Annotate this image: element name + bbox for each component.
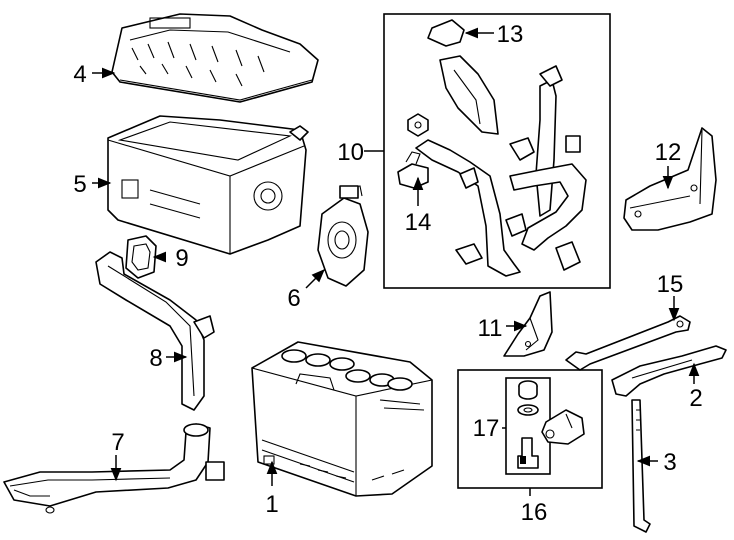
grommet-part [125, 235, 157, 279]
connector-block-part [317, 185, 369, 287]
hold-down-clamp-part [611, 345, 727, 397]
hardware-kit-box [457, 369, 603, 489]
callout-6: 6 [287, 285, 300, 312]
callout-16: 16 [521, 499, 548, 526]
callout-7: 7 [111, 429, 124, 456]
callout-10: 10 [337, 139, 364, 166]
battery-cover-part [111, 13, 319, 103]
ground-cable-part [565, 315, 691, 371]
callout-4: 4 [73, 61, 86, 88]
harness-assembly-box [383, 13, 611, 289]
callout-labels: 1 2 3 4 5 6 7 8 9 10 11 12 13 14 15 16 1… [73, 21, 702, 526]
callout-3: 3 [663, 449, 676, 476]
bracket-part [503, 291, 553, 357]
callout-17: 17 [473, 415, 500, 442]
callout-1: 1 [265, 491, 278, 518]
callout-5: 5 [73, 171, 86, 198]
callout-11: 11 [478, 315, 503, 342]
j-bolt-part [631, 399, 651, 533]
air-duct-part [3, 423, 225, 514]
leader-lines [92, 27, 700, 496]
callout-15: 15 [657, 271, 684, 298]
callout-13: 13 [497, 21, 524, 48]
callout-12: 12 [655, 139, 682, 166]
battery-part [251, 341, 433, 497]
callout-14: 14 [405, 209, 432, 236]
battery-tray-part [107, 115, 309, 255]
callout-2: 2 [689, 385, 702, 412]
intake-duct-part [95, 251, 215, 411]
callout-8: 8 [149, 345, 162, 372]
callout-9: 9 [175, 245, 188, 272]
